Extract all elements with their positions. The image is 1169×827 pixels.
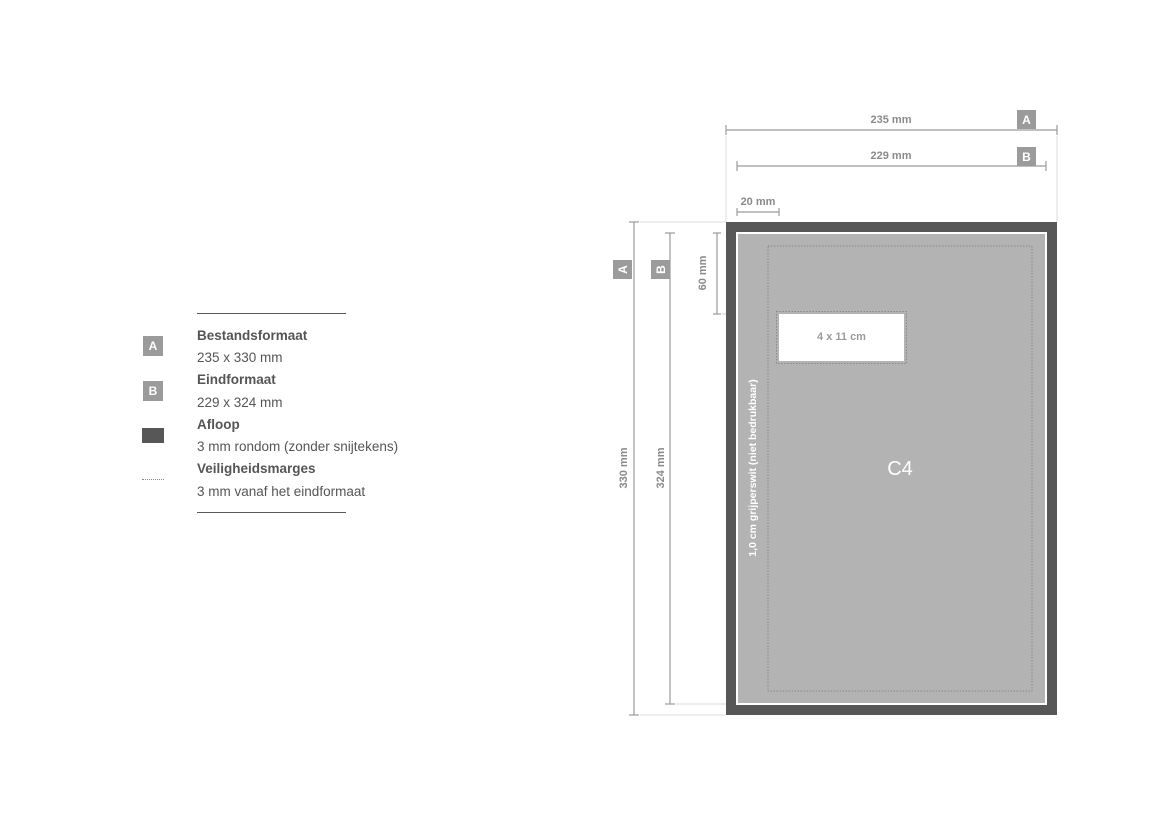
legend-badge-b: B <box>143 381 163 401</box>
format-label: C4 <box>887 458 913 480</box>
badge-b-top-label: B <box>1022 150 1031 164</box>
height-b-label: 324 mm <box>655 447 667 488</box>
legend-value-eindformaat: 229 x 324 mm <box>197 395 283 410</box>
badge-b-left-icon <box>651 260 670 279</box>
address-window <box>779 314 904 361</box>
badge-a-left-label: A <box>616 265 630 274</box>
dimension-width-a <box>725 125 1058 135</box>
legend-title-eindformaat: Eindformaat <box>197 372 276 387</box>
badge-a-left-icon <box>613 260 632 279</box>
window-label: 4 x 11 cm <box>817 331 866 343</box>
dotted-line-icon <box>142 479 164 480</box>
legend-title-bestandsformaat: Bestandsformaat <box>197 328 308 343</box>
dimension-top-offset <box>713 232 721 315</box>
safety-margin <box>767 245 1033 692</box>
top-offset-label: 60 mm <box>697 255 709 290</box>
width-b-label: 229 mm <box>871 150 912 162</box>
legend-bottom-rule <box>197 512 346 513</box>
legend-badge-a: A <box>143 336 163 356</box>
gripper-text: 1,0 cm grijperswit (niet bedrukbaar) <box>747 379 759 556</box>
height-a-label: 330 mm <box>618 447 630 488</box>
bleed-swatch-icon <box>142 428 164 443</box>
window-safety-outline <box>776 311 907 364</box>
legend-title-afloop: Afloop <box>197 417 240 432</box>
legend-value-afloop: 3 mm rondom (zonder snijtekens) <box>197 439 399 454</box>
dimension-width-b <box>736 161 1047 171</box>
gripper-width-label: 20 mm <box>741 196 776 208</box>
legend-title-veiligheidsmarges: Veiligheidsmarges <box>197 461 316 476</box>
dimension-height-b <box>665 232 675 705</box>
dimension-gripper-width <box>736 208 780 216</box>
badge-a-top-label: A <box>1022 113 1031 127</box>
badge-b-top-icon <box>1017 147 1036 166</box>
dimension-height-a <box>629 221 639 716</box>
badge-b-left-label: B <box>654 265 668 274</box>
badge-a-top-icon <box>1017 110 1036 129</box>
legend-value-bestandsformaat: 235 x 330 mm <box>197 350 283 365</box>
legend-value-veiligheidsmarges: 3 mm vanaf het eindformaat <box>197 484 366 499</box>
legend-top-rule <box>197 313 346 314</box>
width-a-label: 235 mm <box>871 114 912 126</box>
